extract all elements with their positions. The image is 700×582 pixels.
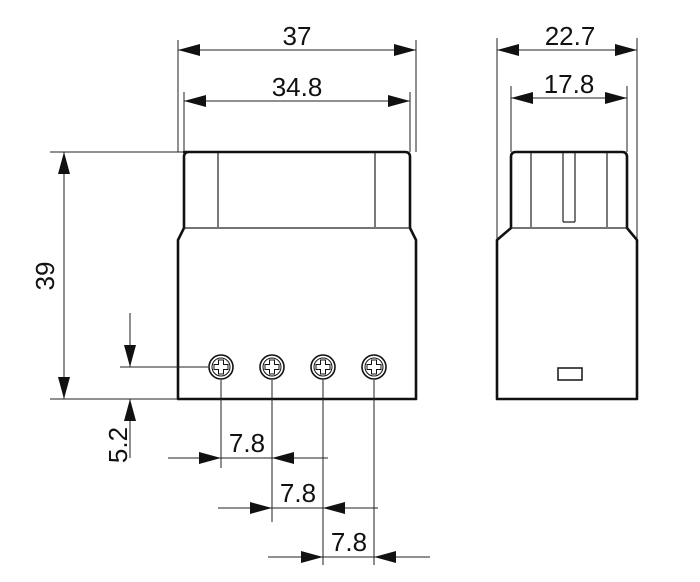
dimension-text-side-overall-depth: 22.7 xyxy=(545,21,596,51)
dimension-inner-width: 34.8 xyxy=(183,72,411,152)
dimension-text-pitch-2: 7.8 xyxy=(280,478,316,508)
terminal-extension-lines xyxy=(220,380,375,565)
terminal-screw-2 xyxy=(259,354,285,380)
dimension-text-pitch-1: 7.8 xyxy=(229,428,265,458)
side-view xyxy=(495,150,639,401)
terminal-screws xyxy=(208,354,387,380)
terminal-screw-4 xyxy=(361,354,387,380)
dimension-text-overall-width: 37 xyxy=(283,21,312,51)
dimension-pitch-3: 7.8 xyxy=(268,527,430,563)
front-view xyxy=(176,150,418,401)
dimension-text-terminal-offset: 5.2 xyxy=(103,427,133,463)
side-view-outline xyxy=(495,150,639,401)
dimension-overall-width: 37 xyxy=(177,21,417,152)
dimension-text-inner-width: 34.8 xyxy=(272,72,323,102)
terminal-screw-3 xyxy=(310,354,336,380)
dimension-side-overall-depth: 22.7 xyxy=(496,21,638,240)
dimension-height: 39 xyxy=(30,151,184,400)
side-view-ribs xyxy=(530,153,608,227)
dimension-pitch-1: 7.8 xyxy=(168,428,328,464)
dimension-terminal-offset: 5.2 xyxy=(103,313,208,463)
side-view-label-slot xyxy=(557,367,583,381)
dimension-text-side-inner-depth: 17.8 xyxy=(544,69,595,99)
dimension-text-height: 39 xyxy=(30,262,60,291)
dimension-text-pitch-3: 7.8 xyxy=(331,527,367,557)
front-view-outline xyxy=(176,150,418,401)
dimension-pitch-2: 7.8 xyxy=(218,478,378,514)
front-view-top-recess xyxy=(217,153,376,227)
dimension-side-inner-depth: 17.8 xyxy=(510,69,628,152)
terminal-screw-1 xyxy=(208,354,234,380)
